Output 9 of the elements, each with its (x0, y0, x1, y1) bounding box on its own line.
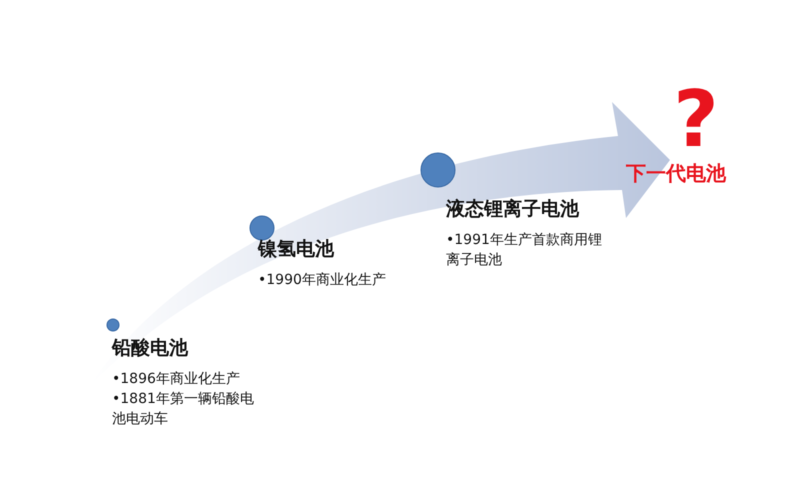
stage-title: 铅酸电池 (112, 336, 190, 361)
stage-title: 镍氢电池 (258, 237, 336, 262)
stage-title: 液态锂离子电池 (446, 197, 580, 222)
stage-title: 下一代电池 (626, 160, 728, 187)
question-mark: ? (673, 80, 719, 160)
bullet-text: •1990年商业化生产 (258, 271, 387, 290)
bullet-text: •1991年生产首款商用锂离子电池 (446, 231, 603, 270)
bullet-text: •1896年商业化生产 (112, 370, 241, 389)
bullet-text: •1881年第一辆铅酸电池电动车 (112, 390, 255, 429)
